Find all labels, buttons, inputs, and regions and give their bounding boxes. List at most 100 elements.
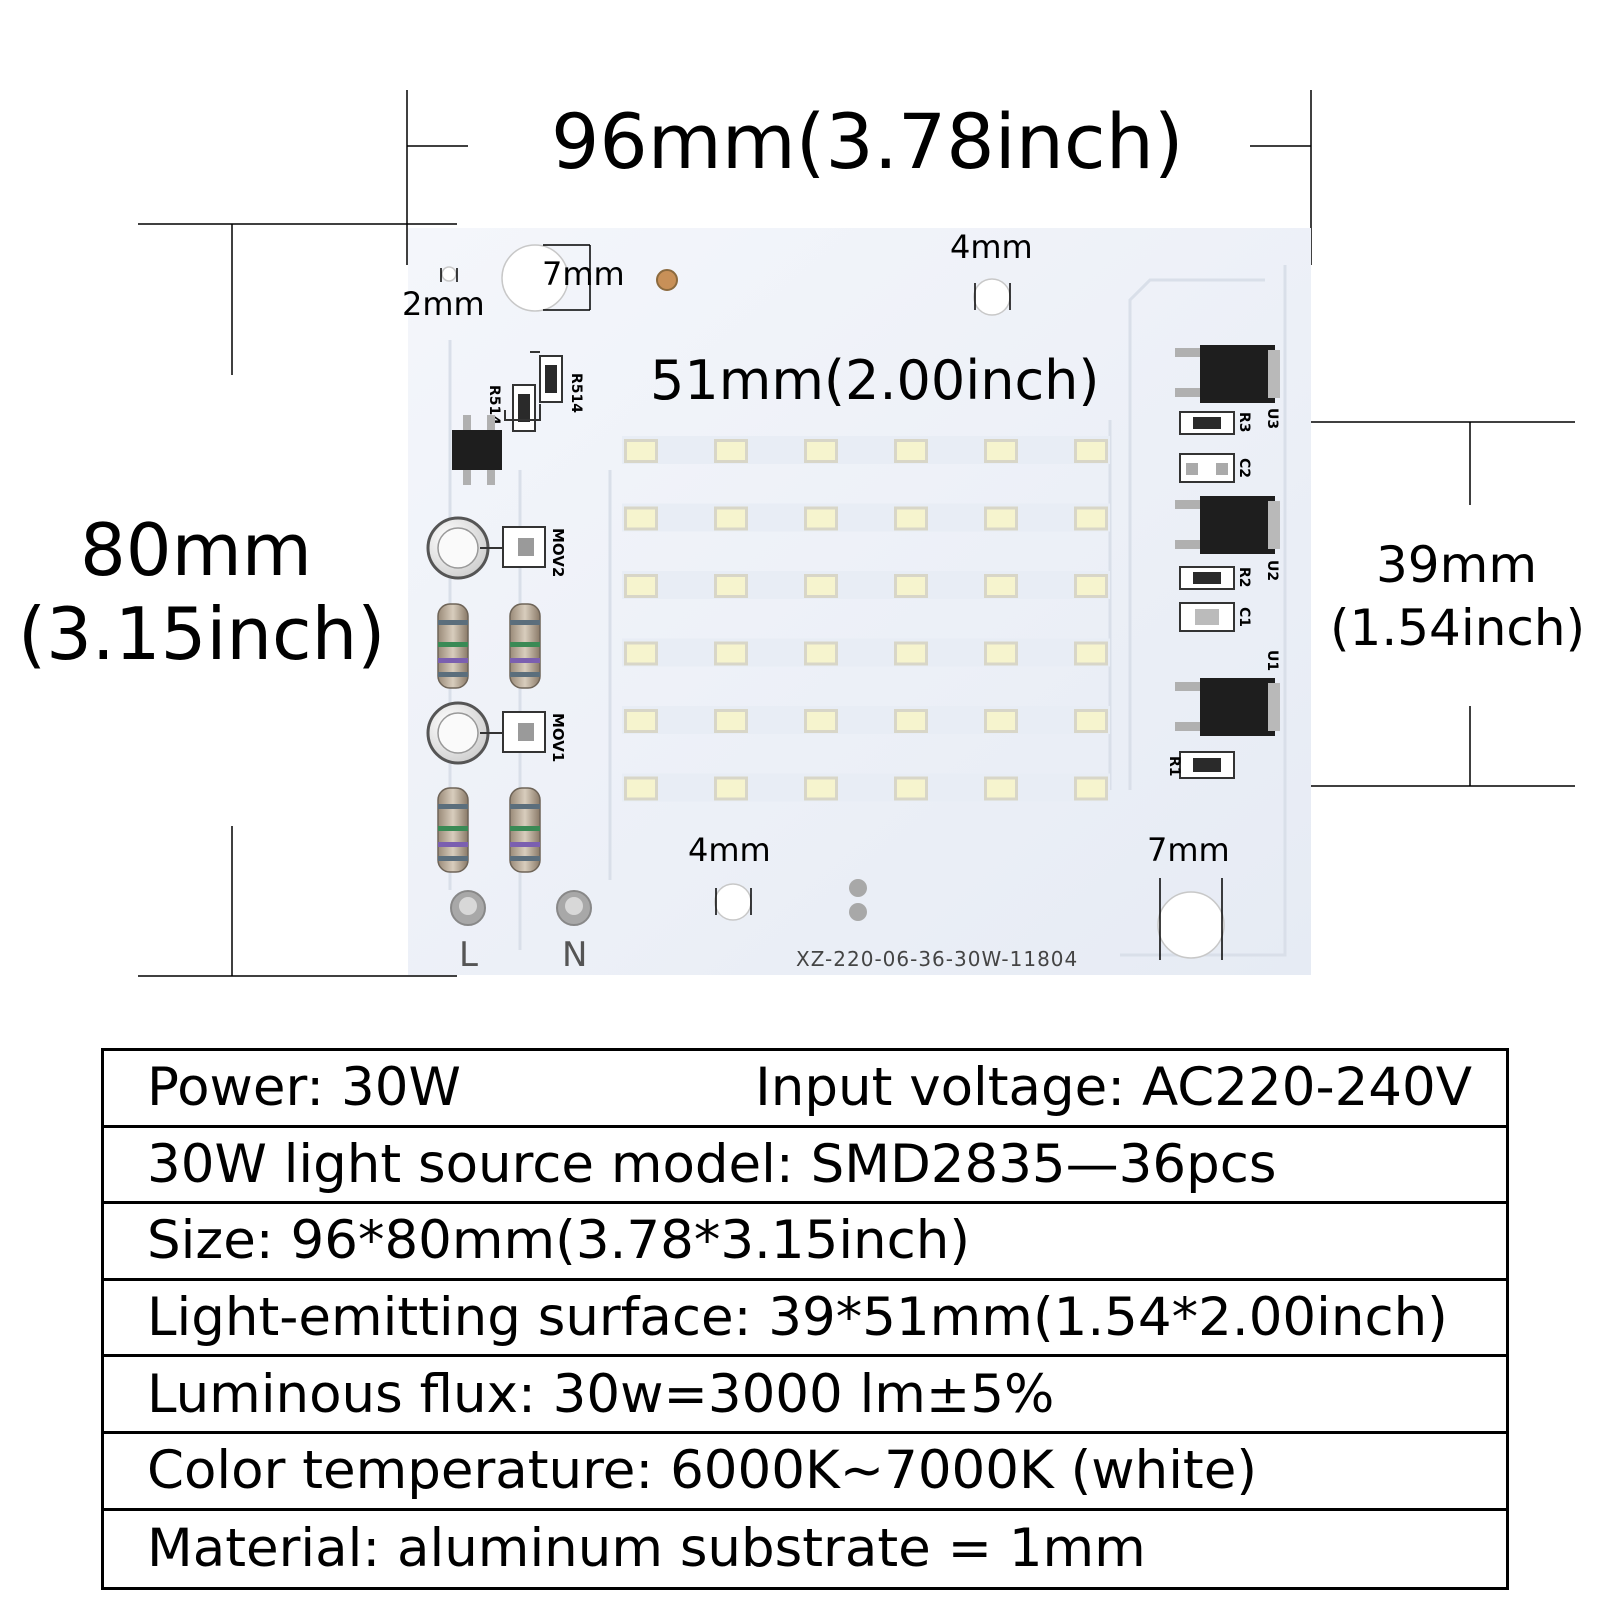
capacitor-c2: C2 — [1179, 453, 1252, 483]
led-width-dimension-label: 51mm(2.00inch) — [650, 349, 1100, 412]
driver-ics: U3 R3 C2 U2 R2 C1 — [1166, 345, 1280, 779]
hole-4mm-bottom — [714, 883, 752, 921]
led-chip — [894, 574, 928, 598]
led-chip — [804, 439, 838, 463]
resistor-r3: R3 — [1179, 411, 1252, 435]
led-chip — [1074, 641, 1108, 666]
led-chip — [1074, 439, 1108, 463]
label-u1: U1 — [1264, 650, 1280, 671]
hole-2mm — [441, 266, 457, 282]
hole-7mm-top-label: 7mm — [542, 255, 625, 293]
led-chip — [804, 574, 838, 598]
led-trace-bands — [622, 436, 1110, 802]
spec-left-text: Color temperature: 6000K~7000K (white) — [147, 1440, 1257, 1502]
led-chip — [624, 776, 658, 801]
led-array — [624, 439, 1108, 801]
led-chip — [984, 709, 1018, 733]
spec-left-text: Power: 30W — [147, 1057, 461, 1119]
ic-u1: U1 — [1175, 650, 1280, 736]
resistor-r2: R2 — [1179, 566, 1252, 590]
led-chip — [714, 439, 748, 463]
label-c2: C2 — [1236, 458, 1252, 478]
led-chip — [894, 641, 928, 666]
led-chip — [624, 641, 658, 666]
terminal-l-label: L — [459, 935, 478, 975]
led-chip — [984, 439, 1018, 463]
led-chip — [804, 641, 838, 666]
width-dimension-label: 96mm(3.78inch) — [551, 97, 1184, 186]
label-u3: U3 — [1264, 408, 1280, 429]
spec-row: Light-emitting surface: 39*51mm(1.54*2.0… — [104, 1281, 1506, 1358]
led-chip — [984, 574, 1018, 598]
terminal-pads: L N — [450, 879, 867, 975]
smd-resistor-r514-group: R514 R514 — [486, 351, 584, 432]
via-pad — [656, 269, 678, 291]
height-dimension-label-inch: (3.15inch) — [18, 592, 386, 676]
height-dimension-label-mm: 80mm — [80, 508, 312, 592]
led-chip — [894, 506, 928, 531]
spec-row: Luminous flux: 30w=3000 lm±5% — [104, 1357, 1506, 1434]
led-chip — [714, 506, 748, 531]
ic-u2: U2 — [1175, 496, 1280, 581]
hole-4mm-top-label: 4mm — [950, 228, 1033, 266]
fuse-resistor — [437, 787, 469, 873]
led-chip — [714, 776, 748, 801]
led-chip — [624, 709, 658, 733]
spec-left-text: Luminous flux: 30w=3000 lm±5% — [147, 1363, 1055, 1425]
label-mov2: MOV2 — [549, 528, 567, 577]
led-chip — [624, 439, 658, 463]
hole-7mm-bottom — [1157, 891, 1225, 959]
led-trace-band — [622, 436, 1110, 464]
led-chip — [804, 709, 838, 733]
led-chip — [984, 776, 1018, 801]
capacitor-c1: C1 — [1179, 602, 1252, 632]
led-chip — [804, 776, 838, 801]
hole-dimension-ticks — [440, 244, 1223, 960]
varistor-mov1: MOV1 — [426, 701, 567, 765]
spec-row: Material: aluminum substrate = 1mm — [104, 1511, 1506, 1588]
label-r3: R3 — [1236, 412, 1252, 433]
led-chip — [894, 439, 928, 463]
pcb-board — [408, 228, 1311, 975]
led-chip — [714, 709, 748, 733]
led-board-diagram: R514 R514 MOV2 MOV1 L N — [138, 90, 1575, 977]
terminal-n-label: N — [562, 935, 587, 975]
label-r514: R514 — [568, 373, 584, 413]
fuse-resistor — [509, 787, 541, 873]
led-chip — [1074, 776, 1108, 801]
varistor-mov2: MOV2 — [426, 516, 567, 580]
label-r1: R1 — [1166, 756, 1182, 777]
fuse-resistor — [437, 603, 469, 689]
spec-left-text: Light-emitting surface: 39*51mm(1.54*2.0… — [147, 1287, 1448, 1349]
led-chip — [1074, 506, 1108, 531]
spec-left-text: Material: aluminum substrate = 1mm — [147, 1518, 1146, 1580]
led-chip — [894, 776, 928, 801]
hole-2mm-label: 2mm — [402, 285, 485, 323]
label-u2: U2 — [1264, 560, 1280, 581]
led-height-dimension-label-mm: 39mm — [1376, 536, 1538, 594]
led-chip — [714, 641, 748, 666]
led-trace-band — [622, 638, 1110, 667]
led-chip — [984, 641, 1018, 666]
led-chip — [984, 506, 1018, 531]
led-height-dimension-label-inch: (1.54inch) — [1330, 599, 1586, 657]
label-mov1: MOV1 — [549, 713, 567, 762]
hole-4mm-bottom-label: 4mm — [688, 831, 771, 869]
hole-4mm-top — [973, 278, 1011, 316]
spec-row: Color temperature: 6000K~7000K (white) — [104, 1434, 1506, 1511]
spec-row: Size: 96*80mm(3.78*3.15inch) — [104, 1204, 1506, 1281]
led-chip — [1074, 709, 1108, 733]
ic-u3: U3 — [1175, 345, 1280, 429]
hole-7mm-bottom-label: 7mm — [1147, 831, 1230, 869]
spec-right-text: Input voltage: AC220-240V — [755, 1057, 1472, 1119]
led-chip — [714, 574, 748, 598]
bridge-rectifier-chip — [452, 415, 502, 485]
fuse-resistor — [509, 603, 541, 689]
led-trace-band — [622, 503, 1110, 532]
led-chip — [624, 506, 658, 531]
led-chip — [1074, 574, 1108, 598]
resistor-r1: R1 — [1166, 751, 1235, 779]
spec-row: Power: 30W Input voltage: AC220-240V — [104, 1051, 1506, 1128]
label-c1: C1 — [1236, 607, 1252, 627]
